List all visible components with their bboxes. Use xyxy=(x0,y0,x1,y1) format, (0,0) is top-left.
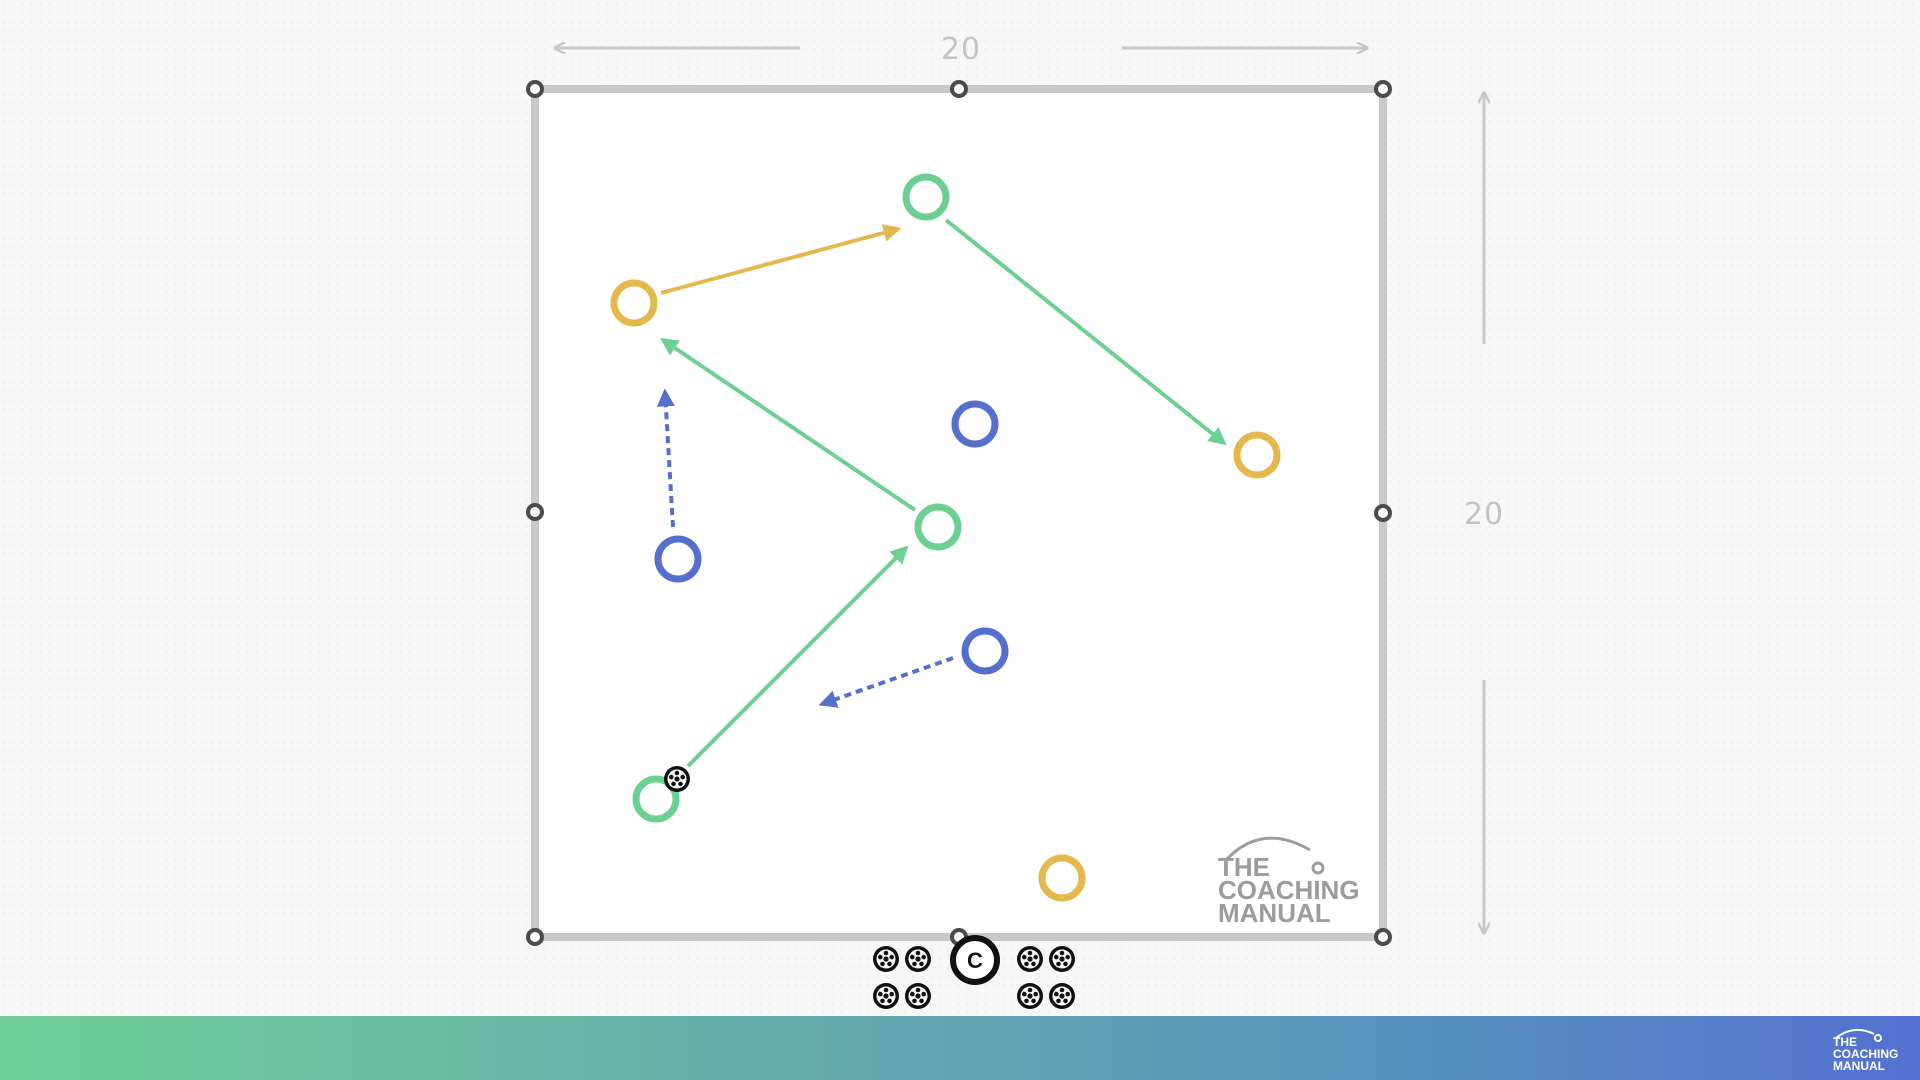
coach-ring xyxy=(950,935,1000,985)
player-blue[interactable] xyxy=(951,400,999,448)
reserve-ball[interactable] xyxy=(1049,983,1075,1009)
handle-left-mid[interactable] xyxy=(526,503,544,521)
pass-line-yellow[interactable] xyxy=(660,224,902,295)
ball[interactable] xyxy=(664,766,690,792)
reserve-ball[interactable] xyxy=(1017,946,1043,972)
player-green[interactable] xyxy=(902,173,950,221)
player-yellow[interactable] xyxy=(610,279,658,327)
pitch-area xyxy=(535,89,1383,937)
player-blue[interactable] xyxy=(961,627,1009,675)
player-yellow[interactable] xyxy=(1233,431,1281,479)
reserve-ball[interactable] xyxy=(873,946,899,972)
handle-bottom-right[interactable] xyxy=(1374,928,1392,946)
players xyxy=(610,173,1281,902)
footer-logo: THE COACHING MANUAL xyxy=(1833,1028,1898,1073)
watermark-line1: THE xyxy=(1218,852,1270,882)
watermark-line2: COACHING xyxy=(1218,875,1360,905)
reserve-ball[interactable] xyxy=(1049,946,1075,972)
coach-marker[interactable]: C xyxy=(950,935,1000,985)
reserve-ball[interactable] xyxy=(873,983,899,1009)
pass-line-green-to-yellow[interactable] xyxy=(944,218,1227,446)
footer-bar: THE COACHING MANUAL xyxy=(0,1016,1920,1080)
handle-top-right[interactable] xyxy=(1374,80,1392,98)
footer-logo-line2: COACHING xyxy=(1833,1047,1898,1061)
run-line-blue-upward[interactable] xyxy=(656,388,675,528)
reserve-ball[interactable] xyxy=(905,983,931,1009)
watermark-line3: MANUAL xyxy=(1218,898,1331,928)
player-green[interactable] xyxy=(632,775,680,823)
coach-letter: C xyxy=(967,948,983,973)
player-blue[interactable] xyxy=(654,535,702,583)
pass-line-green-to-yellow-left[interactable] xyxy=(660,337,917,512)
handle-top-left[interactable] xyxy=(526,80,544,98)
handle-top-mid[interactable] xyxy=(950,80,968,98)
reserve-ball[interactable] xyxy=(905,946,931,972)
pitch-corner-handles[interactable] xyxy=(526,80,1392,946)
player-yellow[interactable] xyxy=(1038,854,1086,902)
footer-logo-line3: MANUAL xyxy=(1833,1059,1885,1073)
width-label: 20 xyxy=(941,32,981,67)
footer-logo-ball xyxy=(1874,1034,1882,1042)
footer-logo-line1: THE xyxy=(1833,1035,1857,1049)
watermark-swoosh xyxy=(1224,836,1311,862)
height-label: 20 xyxy=(1464,497,1504,532)
player-green[interactable] xyxy=(914,503,962,551)
pass-line-green-from-ball[interactable] xyxy=(686,545,909,768)
handle-bottom-left[interactable] xyxy=(526,928,544,946)
watermark-logo: THE COACHING MANUAL xyxy=(1218,836,1360,928)
watermark-ball xyxy=(1311,861,1325,875)
reserve-ball[interactable] xyxy=(1017,983,1043,1009)
footer-logo-swoosh xyxy=(1835,1028,1875,1039)
handle-right-mid[interactable] xyxy=(1374,504,1392,522)
